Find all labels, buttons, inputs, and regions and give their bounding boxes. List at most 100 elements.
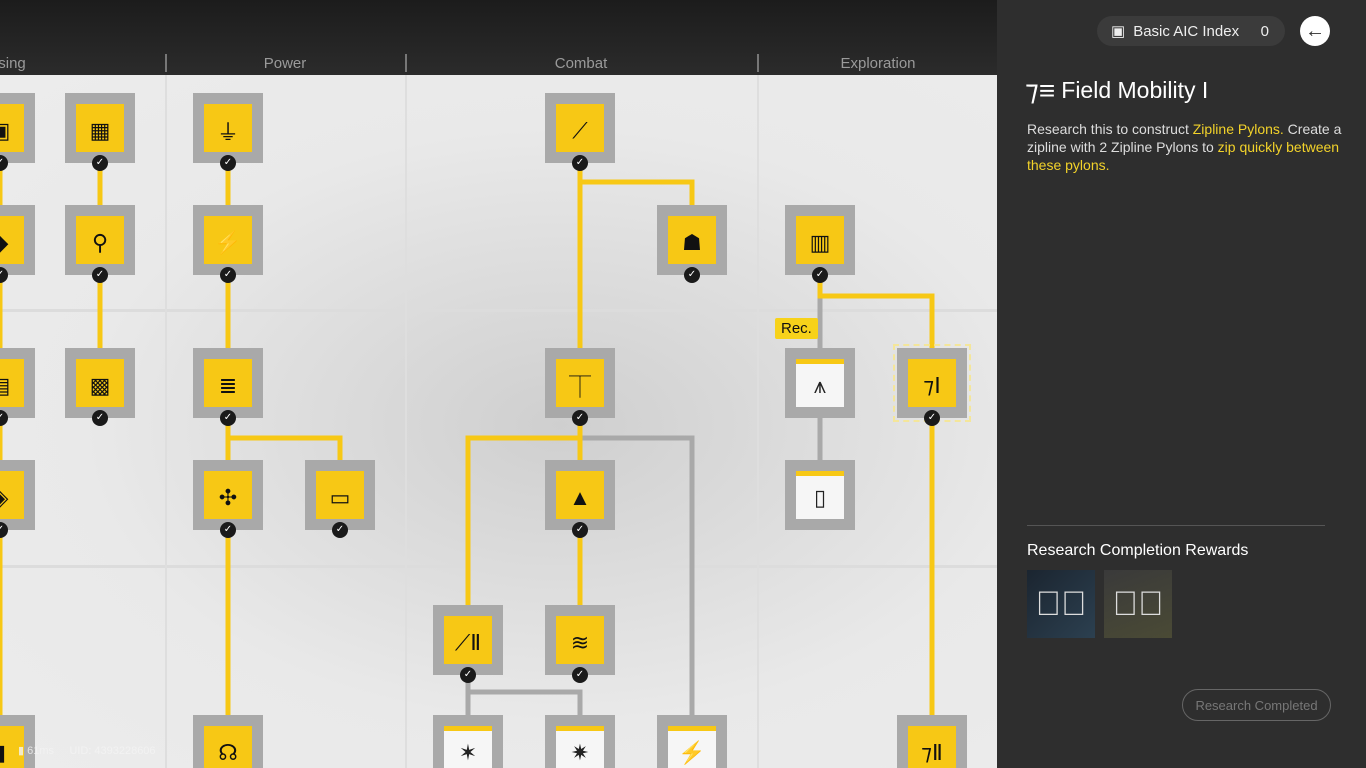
check-icon: ✓ — [220, 410, 236, 426]
tech-node[interactable]: ✷ — [545, 715, 615, 768]
desc-text: Create a zipline with 2 Zipline Pylons t… — [1027, 121, 1342, 155]
tech-description: Research this to construct Zipline Pylon… — [1027, 120, 1347, 174]
check-icon: ✓ — [812, 267, 828, 283]
tech-icon: ⟋Ⅱ — [444, 616, 492, 664]
check-icon: ✓ — [572, 667, 588, 683]
research-completed-button[interactable]: Research Completed — [1182, 689, 1331, 721]
tech-node[interactable]: ◈✓ — [0, 460, 35, 538]
tech-icon: ▤ — [0, 359, 24, 407]
back-button[interactable]: ← — [1300, 16, 1330, 46]
category-power[interactable]: Power — [263, 55, 307, 72]
aic-index-pill[interactable]: ▣ Basic AIC Index 0 — [1097, 16, 1285, 46]
tech-node[interactable]: ⁊Ⅱ — [897, 715, 967, 768]
row-divider — [0, 565, 997, 568]
check-icon: ✓ — [92, 410, 108, 426]
tech-icon: ▦ — [76, 104, 124, 152]
tech-node[interactable]: ≋✓ — [545, 605, 615, 683]
tech-node[interactable]: ⏚✓ — [193, 93, 263, 171]
check-icon: ✓ — [572, 522, 588, 538]
connection-line — [580, 435, 695, 750]
tech-node[interactable]: ▥✓ — [785, 205, 855, 283]
tech-tree-canvas[interactable]: ▣✓◆✓▤✓◈✓▮✓▦✓⚲✓▩✓⏚✓⚡✓≣✓✣✓☊▭✓⟋✓☗✓⏉✓▲✓⟋Ⅱ✓≋✓… — [0, 75, 997, 768]
tech-title: ⁊≡ Field Mobility I — [1025, 74, 1208, 107]
divider — [757, 54, 759, 72]
divider — [1027, 525, 1325, 526]
tech-icon: ⩚ — [796, 359, 844, 407]
check-icon: ✓ — [924, 410, 940, 426]
tech-node[interactable]: ⟋✓ — [545, 93, 615, 171]
tech-icon: ⚡ — [204, 216, 252, 264]
aic-value: 0 — [1260, 22, 1269, 40]
check-icon: ✓ — [572, 155, 588, 171]
check-icon: ✓ — [572, 410, 588, 426]
tech-icon: ◈ — [0, 471, 24, 519]
check-circle-icon: ✓⃝ — [1112, 584, 1164, 623]
tech-node[interactable]: ⩚ Rec. — [775, 318, 855, 418]
check-icon: ✓ — [684, 267, 700, 283]
tech-icon: ⟋ — [556, 104, 604, 152]
tech-node[interactable]: ✣✓ — [193, 460, 263, 538]
aic-label: Basic AIC Index — [1133, 22, 1240, 40]
tech-icon: ▲ — [556, 471, 604, 519]
tech-node[interactable]: ▩✓ — [65, 348, 135, 426]
col-divider — [165, 75, 167, 768]
reward-item[interactable]: ✓⃝ — [1027, 570, 1095, 638]
tech-icon: ⁊Ⅰ — [908, 359, 956, 407]
desc-highlight: zip quickly between these pylons. — [1027, 139, 1340, 173]
tech-icon: ☗ — [668, 216, 716, 264]
tech-node[interactable]: ☊ — [193, 715, 263, 768]
tech-node[interactable]: ▭✓ — [305, 460, 375, 538]
zipline-icon: ⁊≡ — [1025, 75, 1056, 106]
tech-node[interactable]: ▮✓ — [0, 715, 35, 768]
category-processing[interactable]: sing — [0, 55, 26, 72]
tech-node[interactable]: ⚡ — [657, 715, 727, 768]
cube-icon: ▣ — [1111, 23, 1126, 40]
recommended-badge: Rec. — [775, 318, 818, 339]
signal-icon: ▮ — [18, 745, 25, 757]
tech-node[interactable]: ⁊Ⅰ ✓ — [893, 344, 971, 426]
tech-node[interactable]: ▦✓ — [65, 93, 135, 171]
tech-node[interactable]: ▯ — [785, 460, 855, 530]
tech-node[interactable]: ☗✓ — [657, 205, 727, 283]
check-icon: ✓ — [332, 522, 348, 538]
tech-node[interactable]: ⏉✓ — [545, 348, 615, 426]
tech-icon: ◆ — [0, 216, 24, 264]
tech-node[interactable]: ▤✓ — [0, 348, 35, 426]
tech-node[interactable]: ⟋Ⅱ✓ — [433, 605, 503, 683]
tech-node[interactable]: ✶ — [433, 715, 503, 768]
check-icon: ✓ — [220, 155, 236, 171]
category-exploration[interactable]: Exploration — [840, 55, 916, 72]
rewards-title: Research Completion Rewards — [1027, 542, 1249, 559]
tech-icon: ✶ — [444, 726, 492, 768]
tech-icon: ≋ — [556, 616, 604, 664]
tech-icon: ☊ — [204, 726, 252, 768]
connection-line — [465, 435, 580, 640]
tech-node[interactable]: ▣✓ — [0, 93, 35, 171]
tech-icon: ▮ — [0, 726, 24, 768]
tech-icon: ▭ — [316, 471, 364, 519]
check-icon: ✓ — [92, 155, 108, 171]
category-header: sing Power Combat Exploration — [0, 0, 997, 75]
check-icon: ✓ — [0, 410, 8, 426]
desc-highlight: Zipline Pylons. — [1192, 121, 1284, 137]
col-divider — [757, 75, 759, 768]
divider — [405, 54, 407, 72]
tech-icon: ⏚ — [204, 104, 252, 152]
check-icon: ✓ — [0, 522, 8, 538]
detail-panel: ▣ Basic AIC Index 0 ← ⁊≡ Field Mobility … — [997, 0, 1366, 768]
tech-node[interactable]: ▲✓ — [545, 460, 615, 538]
reward-item[interactable]: ✓⃝ — [1104, 570, 1172, 638]
check-icon: ✓ — [0, 155, 8, 171]
tech-node[interactable]: ≣✓ — [193, 348, 263, 426]
tech-icon: ≣ — [204, 359, 252, 407]
tech-node[interactable]: ⚲✓ — [65, 205, 135, 283]
tech-icon: ✷ — [556, 726, 604, 768]
tech-node[interactable]: ◆✓ — [0, 205, 35, 283]
uid: UID: 4393228606 — [69, 745, 156, 757]
check-icon: ✓ — [220, 267, 236, 283]
desc-text: Research this to construct — [1027, 121, 1193, 137]
category-combat[interactable]: Combat — [554, 55, 608, 72]
row-divider — [0, 309, 997, 312]
tech-icon: ⁊Ⅱ — [908, 726, 956, 768]
tech-node[interactable]: ⚡✓ — [193, 205, 263, 283]
